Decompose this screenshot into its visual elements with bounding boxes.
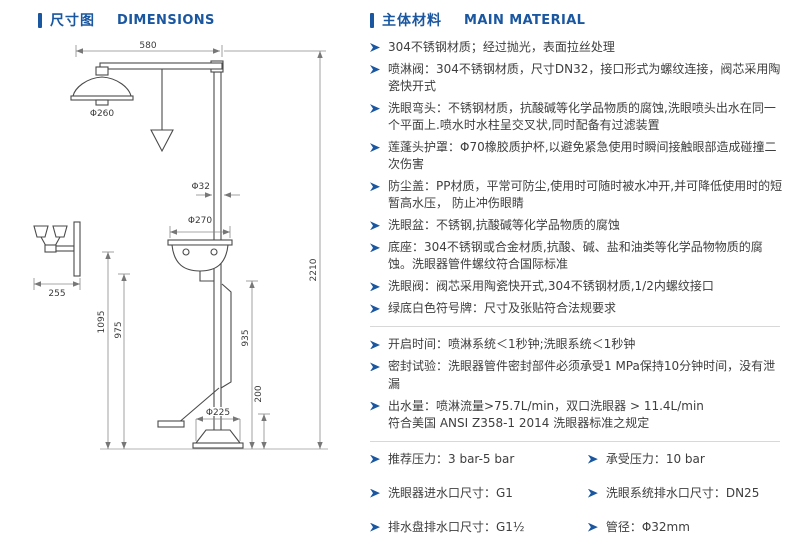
arrow-bullet-icon (370, 488, 380, 498)
material-text: 莲蓬头护罩：Φ70橡胶质护杯,以避免紧急使用时瞬间接触眼部造成碰撞二次伤害 (388, 140, 777, 172)
performance-text: 开启时间：喷淋系统＜1秒钟;洗眼系统＜1秒钟 (388, 337, 636, 352)
material-item: 莲蓬头护罩：Φ70橡胶质护杯,以避免紧急使用时瞬间接触眼部造成碰撞二次伤害 (370, 139, 784, 173)
spec-sheet-page: 尺寸图 DIMENSIONS 580 (33, 10, 784, 534)
section-divider (370, 326, 780, 328)
spec-text: 排水盘排水口尺寸：G1½ (388, 519, 525, 534)
dim-base-dia: Φ225 (195, 407, 241, 441)
arrow-bullet-icon (370, 243, 380, 253)
material-item: 防尘盖：PP材质，平常可防尘,使用时可随时被水冲开,并可降低使用时的短暂高水压，… (370, 178, 784, 212)
dim-total-height: 2210 (309, 51, 323, 449)
base-plate (192, 429, 244, 449)
material-item: 底座：304不锈钢或合金材质,抗酸、碱、盐和油类等化学品物物质的腐蚀。洗眼器管件… (370, 239, 784, 273)
material-text: 喷淋阀：304不锈钢材质，尺寸DN32，接口形式为螺纹连接，阀芯采用陶瓷快开式 (388, 62, 781, 94)
dim-pipe-dia: Φ32 (191, 182, 240, 198)
material-item: 绿底白色符号牌：尺寸及张贴符合法规要求 (370, 300, 784, 317)
performance-text: 出水量：喷淋流量>75.7L/min，双口洗眼器 > 11.4L/min 符合美… (388, 398, 704, 430)
spec-text: 管径：Φ32mm (605, 519, 690, 534)
spec-text: 洗眼器进水口尺寸：G1 (388, 485, 513, 500)
dim-1095: 1095 (97, 251, 114, 449)
wall-mounted-eyewash (33, 221, 81, 277)
material-section: 主体材料 MAIN MATERIAL 304不锈钢材质；经过抛光，表面拉丝处理 … (360, 10, 784, 534)
arrow-bullet-icon (370, 143, 380, 153)
dimension-drawing: 580 2210 Φ260 (33, 41, 328, 450)
spec-cell: 排水盘排水口尺寸：G1½ (370, 519, 582, 536)
arrow-bullet-icon (370, 182, 380, 192)
dimensions-section: 尺寸图 DIMENSIONS 580 (33, 10, 360, 527)
material-text: 洗眼阀：阀芯采用陶瓷快开式,304不锈钢材质,1/2内螺纹接口 (388, 279, 714, 294)
dimensions-title-cn: 尺寸图 (50, 13, 95, 29)
material-item: 洗眼阀：阀芯采用陶瓷快开式,304不锈钢材质,1/2内螺纹接口 (370, 278, 784, 295)
dim-bowl-dia: Φ270 (169, 216, 231, 238)
performance-item: 出水量：喷淋流量>75.7L/min，双口洗眼器 > 11.4L/min 符合美… (370, 398, 784, 432)
dim-label-200: 200 (254, 385, 264, 402)
performance-list: 开启时间：喷淋系统＜1秒钟;洗眼系统＜1秒钟 密封试验：洗眼器管件密封部件必须承… (370, 336, 784, 431)
material-item: 洗眼弯头：不锈钢材质，抗酸碱等化学品物质的腐蚀,洗眼喷头出水在同一个平面上.喷水… (370, 100, 784, 134)
dim-label-bowl-dia: Φ270 (188, 216, 213, 226)
dimensions-title-en: DIMENSIONS (117, 12, 215, 28)
dim-label-pipe-dia: Φ32 (191, 182, 210, 192)
material-text: 底座：304不锈钢或合金材质,抗酸、碱、盐和油类等化学品物物质的腐蚀。洗眼器管件… (388, 240, 763, 272)
dim-label-935: 935 (241, 329, 251, 346)
header-accent-bar (38, 12, 42, 28)
spec-text: 洗眼系统排水口尺寸：DN25 (605, 485, 760, 500)
spec-text: 推荐压力：3 bar-5 bar (388, 451, 515, 466)
dim-label-base-dia: Φ225 (206, 408, 230, 418)
dim-top-width: 580 (75, 41, 326, 57)
arrow-bullet-icon (587, 522, 598, 532)
dim-200: 200 (254, 385, 270, 449)
dim-label-top-width: 580 (139, 41, 156, 51)
performance-item: 密封试验：洗眼器管件密封部件必须承受1 MPa保持10分钟时间，没有泄漏 (370, 358, 784, 392)
arrow-bullet-icon (587, 488, 598, 498)
material-text: 洗眼盆：不锈钢,抗酸碱等化学品物质的腐蚀 (388, 218, 620, 233)
material-item: 304不锈钢材质；经过抛光，表面拉丝处理 (370, 39, 784, 56)
arrow-bullet-icon (370, 340, 380, 350)
arrow-bullet-icon (370, 522, 380, 532)
materials-list: 304不锈钢材质；经过抛光，表面拉丝处理 喷淋阀：304不锈钢材质，尺寸DN32… (370, 39, 784, 317)
shower-head (70, 62, 223, 106)
material-title-cn: 主体材料 (382, 13, 442, 29)
dim-label-total-height: 2210 (309, 258, 319, 281)
dim-label-side-width: 255 (48, 289, 65, 299)
foot-pedal (157, 283, 232, 428)
material-title-en: MAIN MATERIAL (464, 12, 586, 28)
arrow-bullet-icon (370, 221, 380, 231)
spec-cell: 洗眼器进水口尺寸：G1 (370, 485, 582, 502)
arrow-bullet-icon (370, 304, 380, 314)
arrow-bullet-icon (370, 43, 380, 52)
dim-935: 935 (241, 280, 258, 449)
spec-cell: 承受压力：10 bar (587, 451, 784, 468)
spec-cell: 洗眼系统排水口尺寸：DN25 (587, 485, 784, 502)
header-accent-bar (370, 12, 374, 28)
arrow-bullet-icon (370, 65, 380, 75)
spec-cell: 管径：Φ32mm (587, 519, 784, 536)
material-item: 喷淋阀：304不锈钢材质，尺寸DN32，接口形式为螺纹连接，阀芯采用陶瓷快开式 (370, 61, 784, 95)
dimensions-header: 尺寸图 DIMENSIONS (38, 10, 360, 30)
pull-handle (150, 69, 174, 153)
spec-text: 承受压力：10 bar (605, 451, 705, 466)
spec-cell: 推荐压力：3 bar-5 bar (370, 451, 582, 468)
performance-item: 开启时间：喷淋系统＜1秒钟;洗眼系统＜1秒钟 (370, 336, 784, 353)
arrow-bullet-icon (370, 282, 380, 292)
dim-label-shower-dia: Φ260 (90, 109, 115, 119)
material-header: 主体材料 MAIN MATERIAL (370, 10, 784, 30)
arrow-bullet-icon (370, 401, 380, 411)
arrow-bullet-icon (370, 362, 380, 372)
section-divider (370, 440, 780, 442)
performance-text: 密封试验：洗眼器管件密封部件必须承受1 MPa保持10分钟时间，没有泄漏 (388, 359, 776, 391)
eyewash-bowl (167, 239, 233, 282)
arrow-bullet-icon (370, 454, 380, 464)
material-item: 洗眼盆：不锈钢,抗酸碱等化学品物质的腐蚀 (370, 217, 784, 234)
material-text: 防尘盖：PP材质，平常可防尘,使用时可随时被水冲开,并可降低使用时的短暂高水压，… (388, 179, 783, 211)
specs-grid: 推荐压力：3 bar-5 bar 承受压力：10 bar 洗眼器进水口尺寸：G1… (370, 451, 784, 541)
arrow-bullet-icon (370, 104, 380, 114)
dim-label-1095: 1095 (97, 311, 107, 334)
material-text: 304不锈钢材质；经过抛光，表面拉丝处理 (388, 40, 615, 54)
material-text: 洗眼弯头：不锈钢材质，抗酸碱等化学品物质的腐蚀,洗眼喷头出水在同一个平面上.喷水… (388, 101, 776, 133)
dim-975: 975 (114, 273, 130, 449)
material-text: 绿底白色符号牌：尺寸及张贴符合法规要求 (388, 301, 617, 316)
dim-label-975: 975 (114, 321, 124, 338)
dim-side-width: 255 (33, 278, 81, 299)
arrow-bullet-icon (587, 454, 598, 464)
